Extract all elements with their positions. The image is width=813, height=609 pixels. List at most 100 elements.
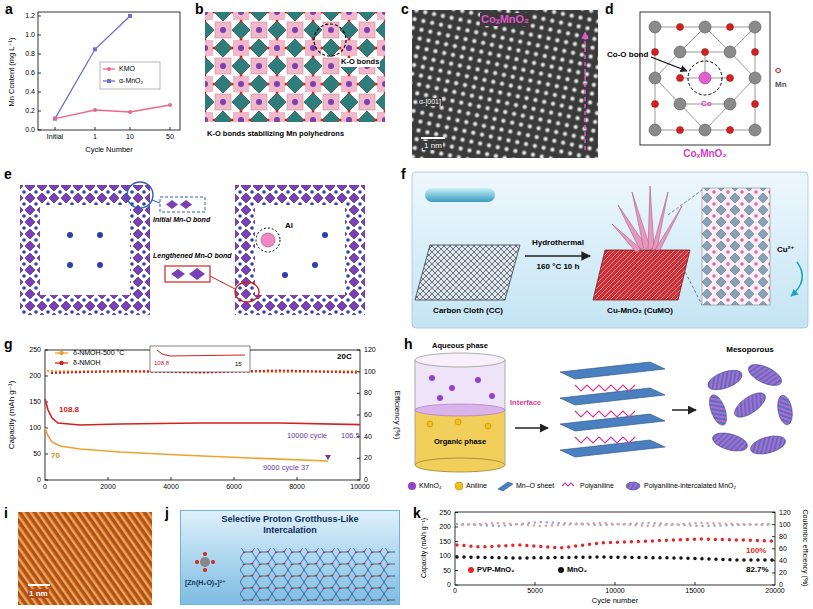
cycling-chart: [59, 361, 63, 365]
tick-label: 200: [28, 372, 42, 380]
tick-label: 20000: [764, 587, 785, 595]
hrtem-image: [18, 512, 152, 605]
synthesis-scheme: [648, 186, 654, 250]
tem-image: [412, 10, 598, 158]
tick-label: 250: [28, 346, 42, 354]
axis-title: Capacity (mAh g⁻¹): [7, 380, 16, 451]
line-chart: [93, 108, 97, 112]
tick-label: 20: [778, 569, 788, 577]
interface-synthesis: [776, 394, 795, 426]
line-chart: [93, 47, 97, 51]
interface-synthesis: [560, 388, 665, 405]
tick-label: 1.0: [24, 31, 36, 39]
tick-label: 0.2: [24, 107, 36, 115]
annotation: 10000 cycle: [286, 432, 328, 441]
interface-synthesis: [560, 362, 665, 379]
annotation: CoₓMnO₂: [480, 13, 530, 26]
panel-letter: b: [194, 1, 205, 17]
unit-cell: [652, 101, 659, 108]
synthesis-scheme: [593, 250, 690, 300]
annotation: CoₓMnO₂: [682, 148, 728, 160]
annotation: Co-O bond: [606, 50, 649, 59]
unit-cell: [727, 127, 734, 134]
line-chart: [38, 12, 180, 130]
tick-label: 0: [446, 581, 452, 589]
tick-label: 0: [452, 587, 458, 595]
unit-cell: [727, 75, 734, 82]
annotation: Co: [700, 99, 713, 108]
tunnel-structure: [97, 262, 103, 268]
tick-label: Initial: [46, 133, 64, 141]
tunnel-structure: [171, 268, 205, 280]
annotation: Initial Mn-O bond: [152, 216, 211, 224]
tick-label: 6000: [225, 483, 243, 491]
tunnel-structure: [235, 282, 259, 302]
unit-cell: [652, 24, 759, 134]
interface-synthesis: [731, 388, 770, 422]
proton-scheme: [200, 557, 210, 567]
annotation: 1 nm: [423, 141, 443, 150]
tick-label: 4000: [162, 483, 180, 491]
annotation: 82.7%: [745, 565, 770, 574]
tunnel-structure: [67, 232, 73, 238]
tunnel-structure: [127, 182, 153, 208]
tick-label: 8000: [288, 483, 306, 491]
unit-cell: [749, 72, 761, 84]
tick-label: 120: [778, 508, 792, 516]
panel-letter: h: [403, 336, 414, 352]
tunnel-structure: [256, 228, 280, 252]
legend-label: Polyaniline: [579, 482, 615, 490]
unit-cell: [674, 46, 686, 58]
unit-cell: [674, 98, 686, 110]
annotation: 108.8: [153, 360, 170, 367]
axis-title: Mn Content (mg L⁻¹): [8, 37, 17, 108]
panel-heading: Selective Proton Grotthuss-Like Intercal…: [203, 514, 377, 536]
synthesis-scheme: [668, 190, 702, 305]
panel-letter: g: [3, 336, 14, 352]
legend-label: α-MnO₂: [118, 77, 144, 85]
interface-synthesis: [745, 360, 784, 390]
interface-synthesis: [560, 440, 665, 457]
unit-cell: [699, 21, 711, 33]
cycling-chart: [59, 351, 63, 355]
interface-synthesis: [429, 375, 435, 381]
long-cycling-chart: [457, 557, 773, 560]
panel-letter: a: [4, 1, 14, 17]
tick-label: 0: [42, 483, 48, 491]
tick-label: 0.4: [24, 88, 36, 96]
interface-synthesis: [498, 482, 513, 491]
annotation: Cu²⁺: [776, 245, 796, 254]
interface-synthesis: [575, 385, 635, 443]
annotation: Al: [284, 221, 294, 230]
line-chart: [53, 117, 57, 121]
unit-cell: [724, 46, 736, 58]
tunnel-structure: [152, 200, 160, 203]
interface-synthesis: [449, 385, 455, 391]
tick-label: 2000: [99, 483, 117, 491]
unit-cell: [651, 57, 687, 71]
tick-label: 0.0: [24, 126, 36, 134]
annotation: Mesoporous: [725, 345, 775, 354]
line-chart: [55, 105, 170, 119]
tick-label: 50: [442, 566, 452, 574]
interface-synthesis: [562, 483, 574, 486]
proton-scheme: [211, 560, 215, 564]
interface-synthesis: [705, 366, 744, 393]
annotation: Lengthened Mn-O bond: [152, 252, 233, 260]
line-chart: [38, 12, 180, 130]
tick-label: 5000: [526, 587, 544, 595]
unit-cell: [749, 124, 761, 136]
tick-label: 1: [92, 133, 98, 141]
unit-cell: [699, 124, 711, 136]
tick-label: 80: [363, 389, 373, 397]
legend-swatch: [558, 567, 564, 573]
tunnel-structure: [30, 182, 355, 305]
interface-synthesis: [672, 409, 696, 411]
interface-synthesis: [560, 414, 665, 431]
legend-label: MnO₂: [566, 566, 588, 575]
panel-letter: e: [3, 166, 13, 182]
unit-cell: [677, 24, 684, 31]
cycling-chart: [157, 350, 245, 356]
long-cycling-chart: [457, 539, 773, 548]
scheme-panel: Selective Proton Grotthuss-Like Intercal…: [180, 510, 400, 605]
